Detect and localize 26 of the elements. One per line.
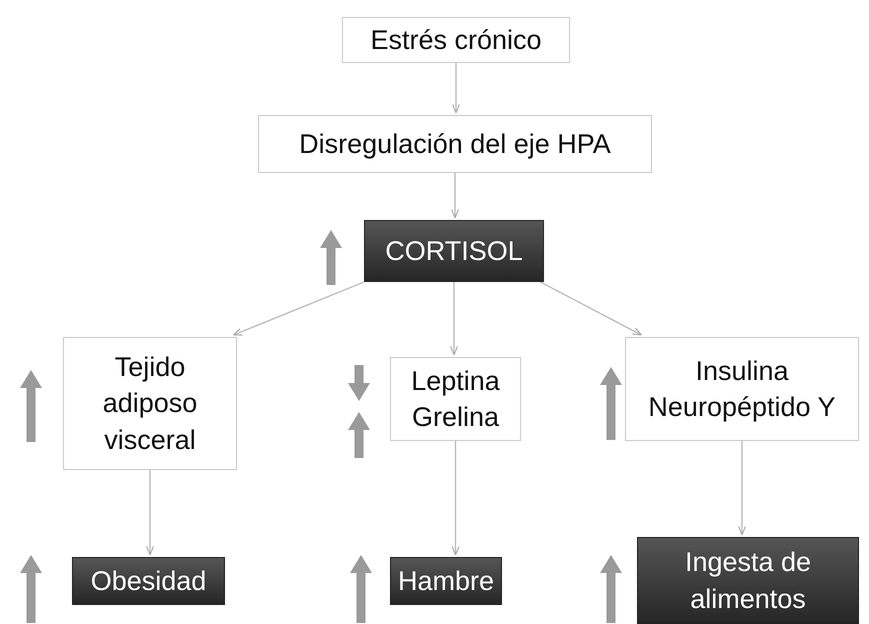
arrow: [738, 441, 746, 536]
box-text: Disregulación del eje HPA: [298, 128, 612, 161]
box-text: Ingesta de alimentos: [684, 546, 812, 616]
box-text: Tejido adiposo visceral: [102, 350, 198, 457]
process-box: [63, 337, 237, 470]
box-text: CORTISOL: [384, 234, 524, 268]
box-text: Hambre: [396, 564, 496, 598]
arrow: [452, 441, 460, 556]
arrow: [450, 282, 458, 356]
highlight-box: [390, 557, 502, 605]
process-box: [258, 115, 652, 173]
process-box: [625, 337, 859, 441]
box-text: Estrés crónico: [369, 24, 543, 57]
process-box: [390, 357, 521, 441]
arrow: [451, 173, 459, 219]
box-text: Obesidad: [90, 564, 208, 598]
arrow: [540, 281, 642, 336]
process-box: [342, 17, 570, 63]
highlight-box: [637, 537, 859, 624]
box-text: Insulina Neuropéptido Y: [647, 354, 837, 424]
arrow: [452, 63, 460, 114]
arrow: [232, 281, 364, 336]
highlight-box: [364, 220, 544, 282]
box-text: Leptina Grelina: [410, 364, 501, 434]
arrow: [146, 470, 154, 556]
highlight-box: [72, 557, 225, 605]
